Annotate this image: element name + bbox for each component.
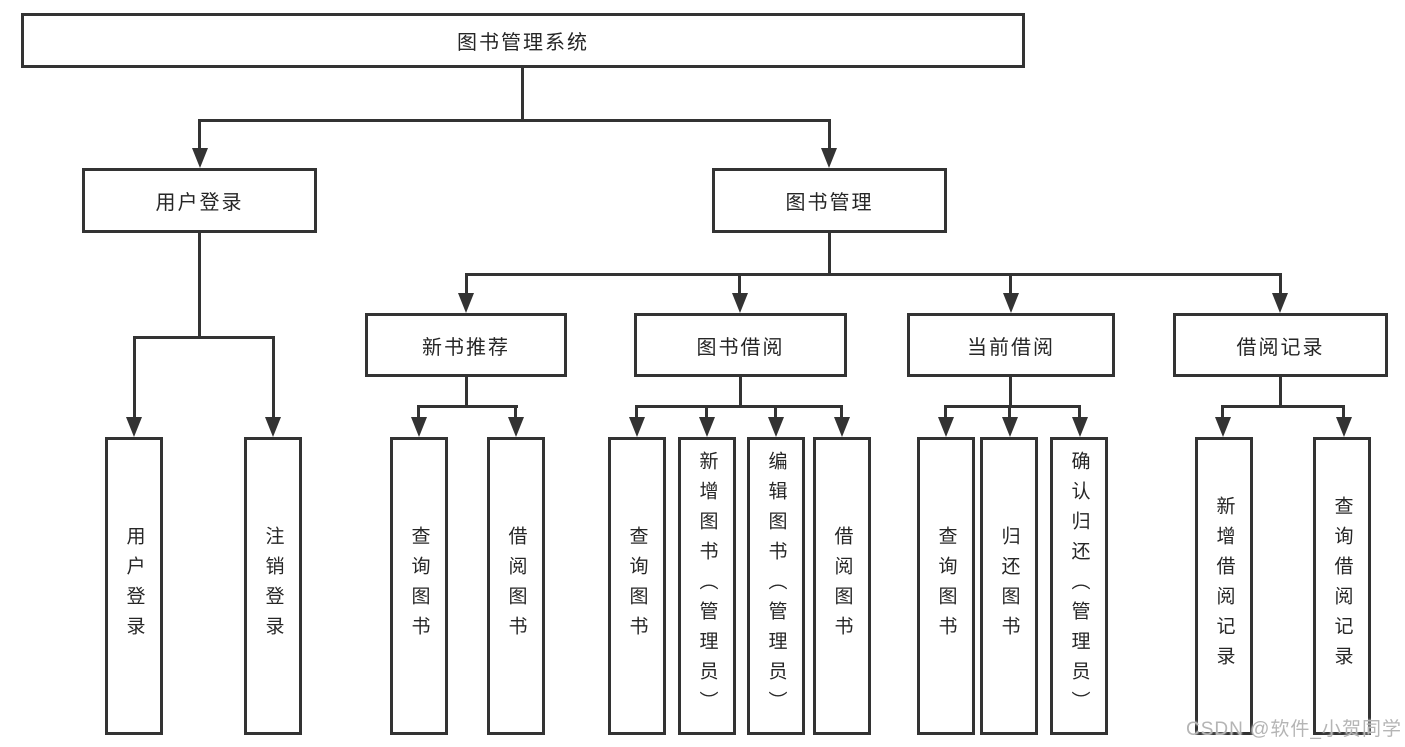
node-leaf-user-login: 用户登录: [105, 437, 163, 735]
arrowhead-down-icon: [768, 417, 784, 437]
connector-root-stem: [521, 68, 524, 122]
arrowhead-down-icon: [411, 417, 427, 437]
connector-current-rail: [944, 405, 1081, 408]
node-leaf-borrow-books-borrowing: 借阅图书: [813, 437, 871, 735]
arrowhead-down-icon: [126, 417, 142, 437]
connector-bookmgmt-drop2: [738, 273, 741, 297]
connector-userlogin-drop1: [133, 336, 136, 421]
connector-root-rail: [198, 119, 831, 122]
connector-borrowing-drop1: [635, 405, 638, 419]
arrowhead-down-icon: [265, 417, 281, 437]
node-leaf-return-books: 归还图书: [980, 437, 1038, 735]
node-new-book-recommendation: 新书推荐: [365, 313, 567, 377]
node-leaf-add-books-admin: 新增图书（管理员）: [678, 437, 736, 735]
arrowhead-down-icon: [629, 417, 645, 437]
arrowhead-down-icon: [1072, 417, 1088, 437]
arrowhead-down-icon: [1002, 417, 1018, 437]
arrowhead-down-icon: [508, 417, 524, 437]
arrowhead-down-icon: [1215, 417, 1231, 437]
arrowhead-down-icon: [821, 148, 837, 168]
connector-bookmgmt-drop3: [1009, 273, 1012, 297]
connector-bookmgmt-rail: [465, 273, 1282, 276]
node-leaf-query-books-current: 查询图书: [917, 437, 975, 735]
connector-recommend-drop1: [417, 405, 420, 419]
node-leaf-confirm-return-admin: 确认归还（管理员）: [1050, 437, 1108, 735]
connector-current-drop3: [1078, 405, 1081, 419]
node-book-borrowing: 图书借阅: [634, 313, 847, 377]
connector-borrowing-drop3: [774, 405, 777, 419]
node-library-management-system: 图书管理系统: [21, 13, 1025, 68]
connector-bookmgmt-drop1: [465, 273, 468, 297]
connector-userlogin-stem: [198, 233, 201, 338]
arrowhead-down-icon: [732, 293, 748, 313]
arrowhead-down-icon: [699, 417, 715, 437]
arrowhead-down-icon: [1003, 293, 1019, 313]
connector-bookmgmt-drop4: [1279, 273, 1282, 297]
node-leaf-add-borrow-record: 新增借阅记录: [1195, 437, 1253, 735]
connector-current-drop1: [944, 405, 947, 419]
connector-root-drop-left: [198, 119, 201, 152]
connector-current-stem: [1009, 377, 1012, 408]
connector-borrowing-drop2: [705, 405, 708, 419]
connector-records-stem: [1279, 377, 1282, 408]
arrowhead-down-icon: [1272, 293, 1288, 313]
connector-records-drop1: [1221, 405, 1224, 419]
node-book-management: 图书管理: [712, 168, 947, 233]
node-user-login: 用户登录: [82, 168, 317, 233]
connector-records-rail: [1221, 405, 1345, 408]
node-borrowing-records: 借阅记录: [1173, 313, 1388, 377]
node-leaf-query-books-recommend: 查询图书: [390, 437, 448, 735]
connector-userlogin-drop2: [272, 336, 275, 421]
node-current-borrowing: 当前借阅: [907, 313, 1115, 377]
node-leaf-edit-books-admin: 编辑图书（管理员）: [747, 437, 805, 735]
arrowhead-down-icon: [192, 148, 208, 168]
connector-recommend-stem: [465, 377, 468, 407]
node-leaf-logout: 注销登录: [244, 437, 302, 735]
csdn-watermark: CSDN @软件_小贺同学: [1186, 719, 1402, 740]
connector-recommend-rail: [417, 405, 518, 408]
connector-borrowing-stem: [739, 377, 742, 408]
connector-bookmgmt-stem: [828, 233, 831, 276]
node-leaf-borrow-books-recommend: 借阅图书: [487, 437, 545, 735]
arrowhead-down-icon: [938, 417, 954, 437]
node-leaf-query-books-borrowing: 查询图书: [608, 437, 666, 735]
node-leaf-query-borrow-record: 查询借阅记录: [1313, 437, 1371, 735]
connector-root-drop-right: [828, 119, 831, 152]
connector-recommend-drop2: [514, 405, 517, 419]
arrowhead-down-icon: [1336, 417, 1352, 437]
arrowhead-down-icon: [458, 293, 474, 313]
connector-records-drop2: [1342, 405, 1345, 419]
connector-borrowing-rail: [635, 405, 843, 408]
connector-borrowing-drop4: [840, 405, 843, 419]
arrowhead-down-icon: [834, 417, 850, 437]
connector-current-drop2: [1008, 405, 1011, 419]
connector-userlogin-rail: [133, 336, 275, 339]
